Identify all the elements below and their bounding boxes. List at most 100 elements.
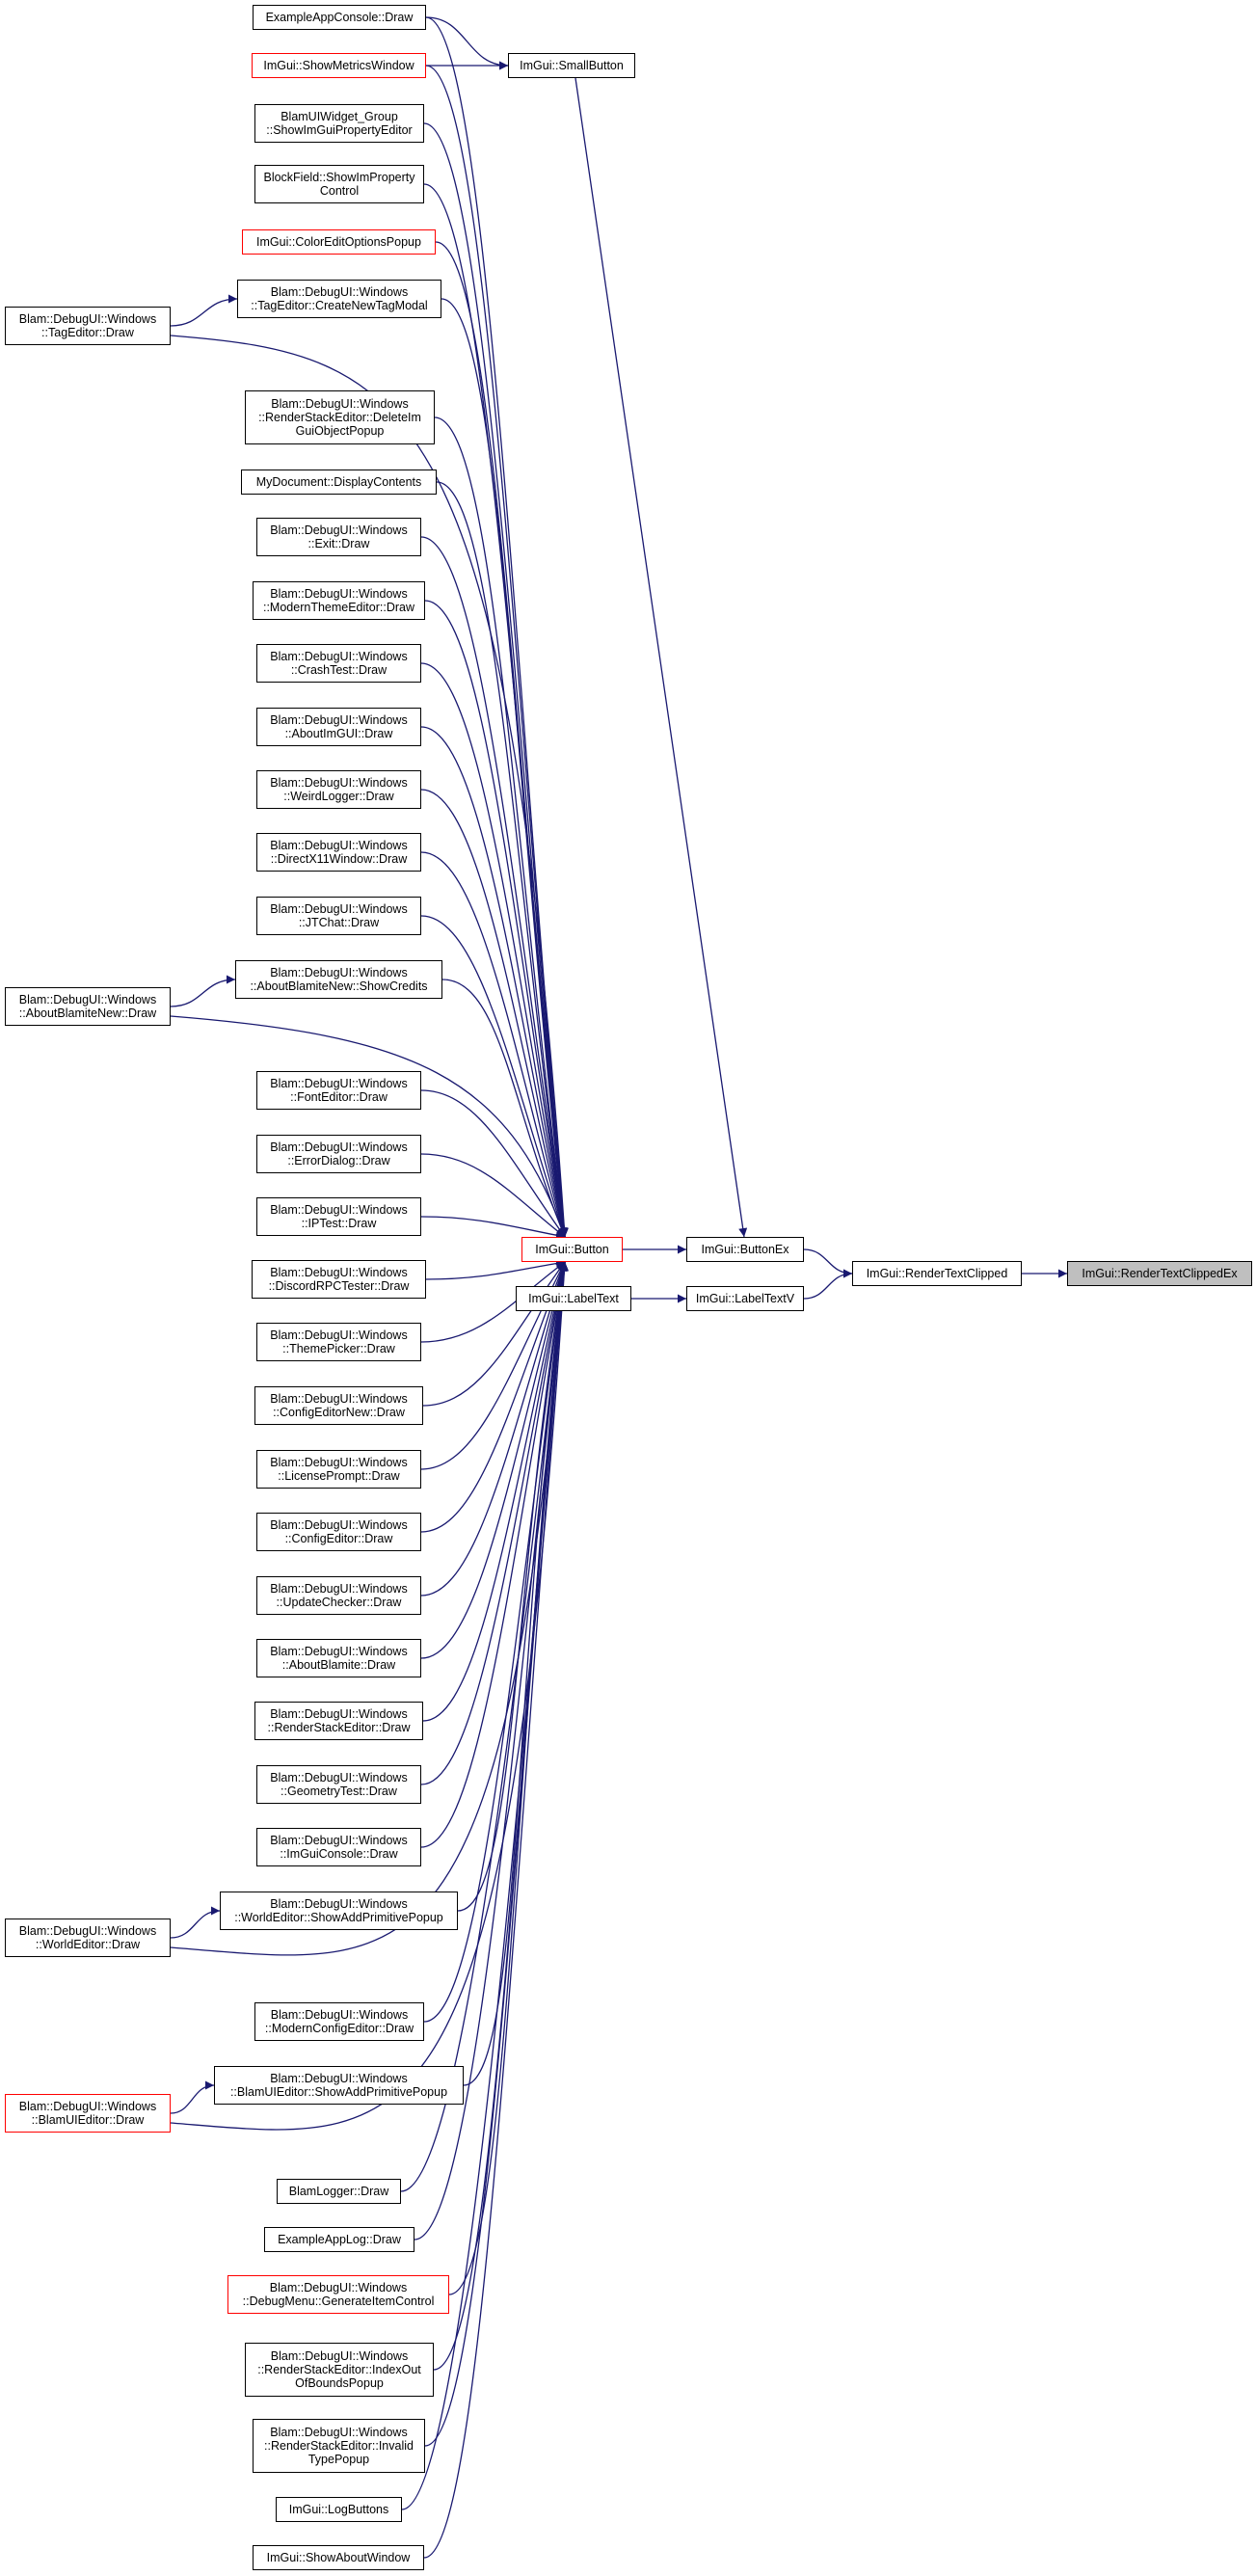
node-im-gui-console[interactable]: Blam::DebugUI::Windows::ImGuiConsole::Dr…: [256, 1828, 421, 1866]
node-render-text-clipped[interactable]: ImGui::RenderTextClipped: [852, 1261, 1022, 1286]
node-label-line: ::TagEditor::Draw: [41, 326, 134, 339]
node-ex-app-log[interactable]: ExampleAppLog::Draw: [264, 2227, 414, 2252]
node-label-line: Blam::DebugUI::Windows: [270, 1707, 408, 1721]
node-label-line: Blam::DebugUI::Windows: [270, 1077, 408, 1090]
node-label-line: ::BlamUIEditor::Draw: [31, 2113, 145, 2127]
node-delete-im-gui[interactable]: Blam::DebugUI::Windows::RenderStackEdito…: [245, 390, 435, 444]
edge-createNewTagModal-to-button: [441, 298, 569, 1238]
node-label-line: ImGui::RenderTextClipped: [866, 1267, 1008, 1280]
node-geometry-test[interactable]: Blam::DebugUI::Windows::GeometryTest::Dr…: [256, 1765, 421, 1804]
node-label-line: ::RenderStackEditor::IndexOut: [257, 2363, 421, 2376]
node-label-line: Blam::DebugUI::Windows: [270, 1582, 408, 1596]
node-small-button[interactable]: ImGui::SmallButton: [508, 53, 635, 78]
edge-aboutBlamiteNew-to-button: [170, 1015, 567, 1238]
node-label-text[interactable]: ImGui::LabelText: [516, 1286, 631, 1311]
edge-worldEditorDraw-to-worldAddPrim: [170, 1906, 221, 1939]
node-label-line: Blam::DebugUI::Windows: [270, 1392, 408, 1406]
node-label-line: ::WeirdLogger::Draw: [283, 790, 394, 803]
node-show-credits[interactable]: Blam::DebugUI::Windows::AboutBlamiteNew:…: [235, 960, 442, 999]
node-label-line: ::ModernConfigEditor::Draw: [264, 2022, 414, 2035]
node-about-blamite[interactable]: Blam::DebugUI::Windows::AboutBlamite::Dr…: [256, 1639, 421, 1677]
node-render-stack-editor[interactable]: Blam::DebugUI::Windows::RenderStackEdito…: [254, 1702, 423, 1740]
node-label-line: ::ConfigEditorNew::Draw: [273, 1406, 405, 1419]
node-label-line: ImGui::LogButtons: [288, 2503, 389, 2516]
node-label-text-v[interactable]: ImGui::LabelTextV: [686, 1286, 804, 1311]
node-blam-uiwidget[interactable]: BlamUIWidget_Group::ShowImGuiPropertyEdi…: [254, 104, 424, 143]
node-label-line: Blam::DebugUI::Windows: [270, 1645, 408, 1658]
node-update-checker[interactable]: Blam::DebugUI::Windows::UpdateChecker::D…: [256, 1576, 421, 1615]
node-blam-logger[interactable]: BlamLogger::Draw: [277, 2179, 401, 2204]
node-exit-draw[interactable]: Blam::DebugUI::Windows::Exit::Draw: [256, 518, 421, 556]
node-config-editor[interactable]: Blam::DebugUI::Windows::ConfigEditor::Dr…: [256, 1513, 421, 1551]
node-label-line: Blam::DebugUI::Windows: [270, 285, 409, 299]
edge-colorEditOptions-to-button: [435, 241, 569, 1238]
node-label-line: Blam::DebugUI::Windows: [270, 1518, 408, 1532]
node-label-line: Blam::DebugUI::Windows: [270, 523, 408, 537]
node-color-edit-options[interactable]: ImGui::ColorEditOptionsPopup: [242, 229, 436, 255]
node-font-editor[interactable]: Blam::DebugUI::Windows::FontEditor::Draw: [256, 1071, 421, 1110]
node-error-dialog[interactable]: Blam::DebugUI::Windows::ErrorDialog::Dra…: [256, 1135, 421, 1173]
node-label-line: ::DirectX11Window::Draw: [270, 852, 408, 866]
node-label-line: BlamLogger::Draw: [288, 2185, 389, 2198]
edge-weirdLogger-to-button: [420, 789, 568, 1238]
edge-modernTheme-to-button: [424, 600, 568, 1238]
edge-blamUIAddPrim-to-button: [463, 1261, 569, 2086]
node-ex-app-console[interactable]: ExampleAppConsole::Draw: [253, 5, 426, 30]
node-label-line: Blam::DebugUI::Windows: [270, 650, 408, 663]
node-index-out-of-bounds[interactable]: Blam::DebugUI::Windows::RenderStackEdito…: [245, 2343, 434, 2397]
edge-worldAddPrim-to-button: [457, 1261, 568, 1912]
node-crash-test[interactable]: Blam::DebugUI::Windows::CrashTest::Draw: [256, 644, 421, 683]
node-label-line: Blam::DebugUI::Windows: [270, 2349, 409, 2363]
node-weird-logger[interactable]: Blam::DebugUI::Windows::WeirdLogger::Dra…: [256, 770, 421, 809]
node-blam-uieditor-draw[interactable]: Blam::DebugUI::Windows::BlamUIEditor::Dr…: [5, 2094, 171, 2133]
node-world-add-prim[interactable]: Blam::DebugUI::Windows::WorldEditor::Sho…: [220, 1892, 458, 1930]
node-world-editor-draw[interactable]: Blam::DebugUI::Windows::WorldEditor::Dra…: [5, 1919, 171, 1957]
node-blam-uiadd-prim[interactable]: Blam::DebugUI::Windows::BlamUIEditor::Sh…: [214, 2066, 464, 2105]
node-label-line: OfBoundsPopup: [295, 2376, 384, 2390]
node-show-about[interactable]: ImGui::ShowAboutWindow: [253, 2545, 424, 2570]
edge-discordRPC-to-button: [425, 1259, 566, 1280]
node-discord-rpc[interactable]: Blam::DebugUI::Windows::DiscordRPCTester…: [252, 1260, 426, 1299]
node-label-line: ::DebugMenu::GenerateItemControl: [242, 2294, 435, 2308]
edge-errorDialog-to-button: [420, 1153, 566, 1238]
node-direct-x11[interactable]: Blam::DebugUI::Windows::DirectX11Window:…: [256, 833, 421, 872]
node-label-line: Blam::DebugUI::Windows: [18, 2100, 157, 2113]
node-debug-menu[interactable]: Blam::DebugUI::Windows::DebugMenu::Gener…: [227, 2275, 449, 2314]
node-render-text-clipped-ex[interactable]: ImGui::RenderTextClippedEx: [1067, 1261, 1252, 1286]
node-about-blamite-new[interactable]: Blam::DebugUI::Windows::AboutBlamiteNew:…: [5, 987, 171, 1026]
node-label-line: ::RenderStackEditor::DeleteIm: [258, 411, 421, 424]
node-license-prompt[interactable]: Blam::DebugUI::Windows::LicensePrompt::D…: [256, 1450, 421, 1489]
node-label-line: ::ConfigEditor::Draw: [284, 1532, 393, 1545]
node-label-line: Blam::DebugUI::Windows: [270, 2008, 409, 2022]
node-button-ex[interactable]: ImGui::ButtonEx: [686, 1237, 804, 1262]
node-label-line: Blam::DebugUI::Windows: [269, 2281, 408, 2294]
node-modern-theme[interactable]: Blam::DebugUI::Windows::ModernThemeEdito…: [253, 581, 425, 620]
node-jt-chat[interactable]: Blam::DebugUI::Windows::JTChat::Draw: [256, 897, 421, 935]
node-label-line: Blam::DebugUI::Windows: [270, 839, 408, 852]
node-label-line: Blam::DebugUI::Windows: [270, 1328, 408, 1342]
node-log-buttons[interactable]: ImGui::LogButtons: [276, 2497, 402, 2522]
node-label-line: ::IPTest::Draw: [301, 1217, 377, 1230]
node-modern-config[interactable]: Blam::DebugUI::Windows::ModernConfigEdit…: [254, 2002, 424, 2041]
edge-aboutBlamite-to-button: [420, 1261, 568, 1659]
node-invalid-type[interactable]: Blam::DebugUI::Windows::RenderStackEdito…: [253, 2419, 425, 2473]
node-about-im-gui[interactable]: Blam::DebugUI::Windows::AboutImGUI::Draw: [256, 708, 421, 746]
node-my-document[interactable]: MyDocument::DisplayContents: [241, 470, 437, 495]
node-config-editor-new[interactable]: Blam::DebugUI::Windows::ConfigEditorNew:…: [254, 1386, 423, 1425]
node-show-metrics[interactable]: ImGui::ShowMetricsWindow: [252, 53, 426, 78]
node-create-new-tag-modal[interactable]: Blam::DebugUI::Windows::TagEditor::Creat…: [237, 280, 441, 318]
node-label-line: ::FontEditor::Draw: [290, 1090, 387, 1104]
node-label-line: ::RenderStackEditor::Invalid: [264, 2439, 414, 2453]
node-theme-picker[interactable]: Blam::DebugUI::Windows::ThemePicker::Dra…: [256, 1323, 421, 1361]
edge-renderStackEditor-to-button: [422, 1261, 568, 1722]
edge-themePicker-to-button: [420, 1261, 566, 1343]
node-label-line: ::TagEditor::CreateNewTagModal: [251, 299, 428, 312]
node-tag-editor-draw[interactable]: Blam::DebugUI::Windows::TagEditor::Draw: [5, 307, 171, 345]
node-label-line: BlockField::ShowImProperty: [263, 171, 415, 184]
node-button[interactable]: ImGui::Button: [521, 1237, 623, 1262]
node-ip-test[interactable]: Blam::DebugUI::Windows::IPTest::Draw: [256, 1197, 421, 1236]
node-label-line: MyDocument::DisplayContents: [255, 475, 422, 489]
edge-configEditor-to-button: [420, 1261, 566, 1533]
